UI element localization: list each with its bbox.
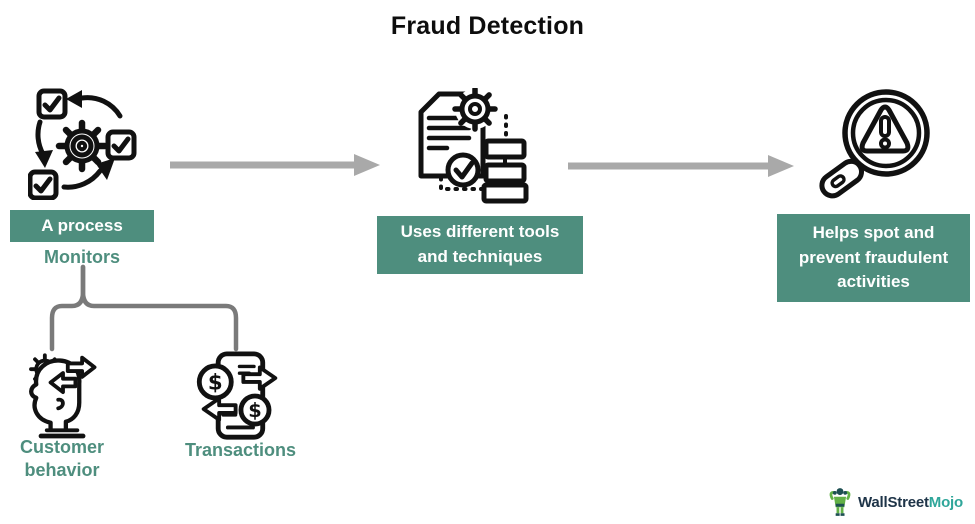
dollar-glyph: $: [208, 371, 223, 396]
flow-arrow-1: [170, 154, 380, 176]
customer-behavior-icon: [29, 353, 97, 439]
monitors-label: Monitors: [44, 247, 120, 267]
flow-arrow-2: [568, 155, 794, 177]
wallstreetmojo-mascot-icon: [829, 488, 851, 516]
step3-label: Helps spot and prevent fraudulent activi…: [798, 223, 949, 292]
step2-label-box: Uses different tools and techniques: [377, 216, 583, 274]
process-cycle-icon: [28, 88, 137, 200]
logo-wordmark: WallStreetMojo: [858, 494, 963, 511]
tools-techniques-icon: [418, 88, 529, 204]
dollar-glyph: $: [248, 399, 261, 422]
magnifier-warning-icon: [819, 89, 930, 199]
wallstreetmojo-logo: WallStreetMojo: [827, 487, 963, 517]
page-title: Fraud Detection: [390, 12, 585, 40]
logo-text-primary: WallStreet: [858, 493, 929, 511]
step1-label-box: A process: [10, 210, 154, 242]
customer-behavior-label: Customer behavior: [19, 437, 104, 480]
transactions-label: Transactions: [184, 440, 297, 460]
step2-label: Uses different tools and techniques: [400, 222, 560, 266]
transactions-icon: $ $: [196, 351, 278, 440]
logo-text-secondary: Mojo: [928, 493, 963, 511]
step1-label: A process: [41, 215, 123, 235]
step3-label-box: Helps spot and prevent fraudulent activi…: [777, 214, 970, 302]
bracket-connector: [49, 264, 239, 352]
